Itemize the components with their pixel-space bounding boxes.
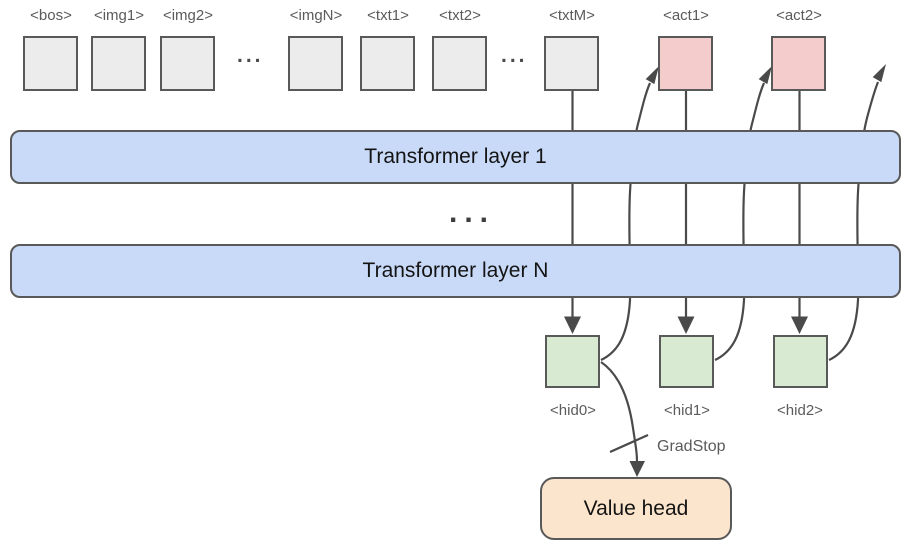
wire-hid2-out bbox=[828, 81, 880, 361]
hidden-label-hid2: <hid2> bbox=[777, 402, 823, 419]
token-label-act1: <act1> bbox=[663, 7, 709, 24]
token-label-txt2: <txt2> bbox=[439, 7, 481, 24]
arrowhead-into-hid2 bbox=[791, 316, 808, 334]
transformer-layer-1-label: Transformer layer 1 bbox=[364, 145, 547, 168]
token-box-txtM bbox=[544, 36, 599, 91]
token-box-act1 bbox=[658, 36, 713, 91]
token-label-txtM: <txtM> bbox=[549, 7, 595, 24]
ellipsis-img-tokens: ... bbox=[237, 44, 264, 67]
wire-hid0-to-value-head bbox=[600, 361, 639, 463]
token-label-img1: <img1> bbox=[93, 7, 145, 24]
value-head-label: Value head bbox=[583, 496, 689, 520]
value-head-box: Value head bbox=[540, 477, 732, 540]
arrowhead-into-hid0 bbox=[564, 316, 581, 334]
token-label-txt1: <txt1> bbox=[367, 7, 409, 24]
arrowhead-into-act2 bbox=[758, 66, 772, 85]
token-label-act2: <act2> bbox=[776, 7, 822, 24]
arrowhead-out-right bbox=[872, 64, 886, 83]
transformer-layer-N-bar: Transformer layer N bbox=[10, 244, 901, 298]
hidden-box-hid0 bbox=[545, 335, 600, 388]
wire-hid1-to-act2 bbox=[714, 82, 766, 361]
ellipsis-txt-tokens: ... bbox=[501, 44, 528, 67]
transformer-layer-N-label: Transformer layer N bbox=[362, 259, 549, 282]
arrowhead-into-value-head bbox=[629, 461, 645, 477]
gradstop-slash-icon bbox=[609, 433, 649, 454]
hidden-label-hid0: <hid0> bbox=[550, 402, 596, 419]
token-box-bos bbox=[23, 36, 78, 91]
gradstop-label: GradStop bbox=[657, 438, 726, 455]
token-box-txt2 bbox=[432, 36, 487, 91]
hidden-label-hid1: <hid1> bbox=[664, 402, 710, 419]
token-label-img2: <img2> bbox=[162, 7, 214, 24]
transformer-layer-1-bar: Transformer layer 1 bbox=[10, 130, 901, 184]
token-box-txt1 bbox=[360, 36, 415, 91]
ellipsis-between-layers: ... bbox=[449, 196, 496, 229]
token-label-bos: <bos> bbox=[30, 7, 72, 24]
arrowhead-into-act1 bbox=[645, 66, 659, 85]
token-box-img2 bbox=[160, 36, 215, 91]
token-box-img1 bbox=[91, 36, 146, 91]
hidden-box-hid2 bbox=[773, 335, 828, 388]
arrowhead-into-hid1 bbox=[677, 316, 695, 334]
hidden-box-hid1 bbox=[659, 335, 714, 388]
wire-hid0-to-act1 bbox=[600, 82, 652, 361]
token-box-imgN bbox=[288, 36, 343, 91]
token-box-act2 bbox=[771, 36, 826, 91]
token-label-imgN: <imgN> bbox=[289, 7, 343, 24]
